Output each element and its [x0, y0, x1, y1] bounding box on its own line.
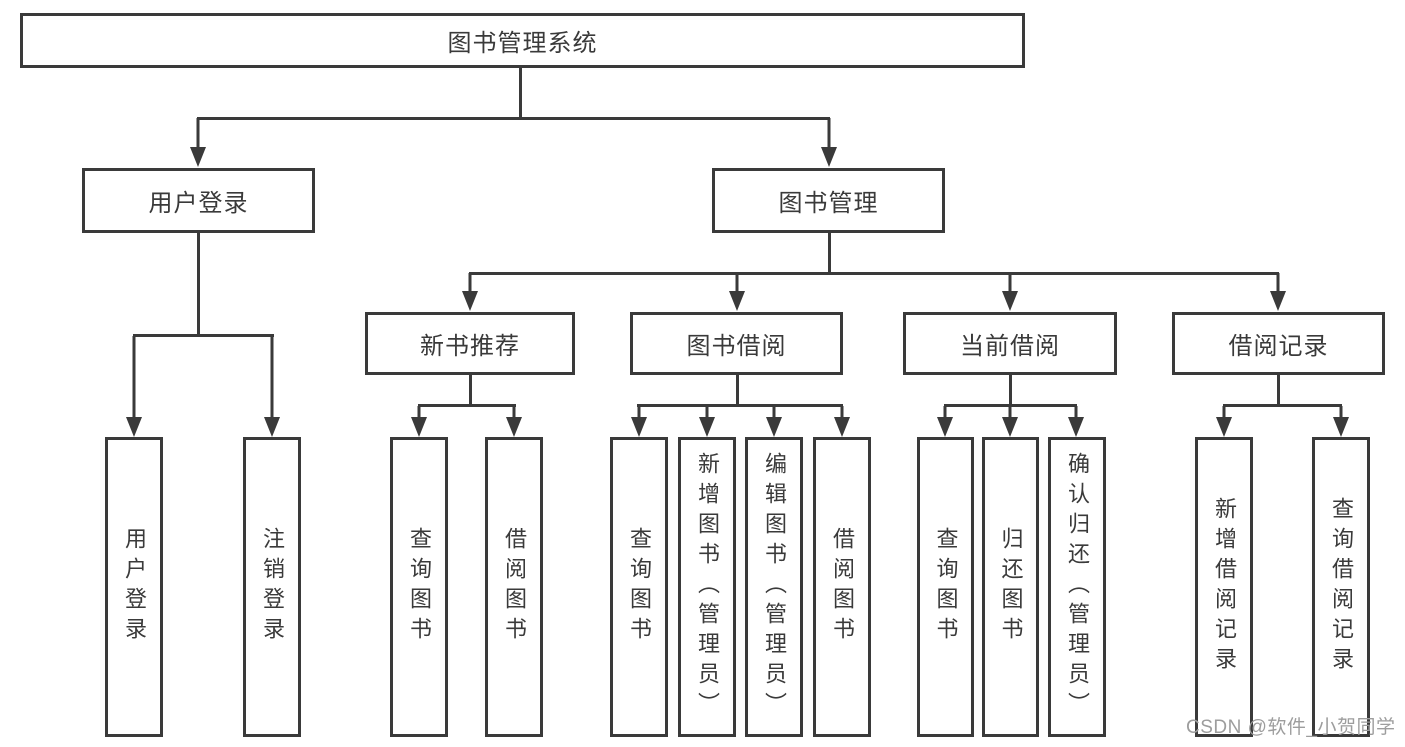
leaf-logout: 注销登录	[243, 437, 301, 737]
arrow-to-new-book-recommend	[462, 273, 478, 311]
connector-level3-bar	[469, 272, 1279, 275]
arrow-to-bb-borrow	[834, 406, 850, 437]
leaf-borrowing-borrow-books: 借阅图书	[813, 437, 871, 737]
leaf-return-book: 归还图书	[982, 437, 1039, 737]
arrow-to-cb-query	[937, 406, 953, 437]
leaf-query-borrow-record: 查询借阅记录	[1312, 437, 1370, 737]
arrow-to-book-borrowing	[729, 273, 745, 311]
arrow-to-br-query	[1333, 406, 1349, 437]
arrow-to-book-management	[821, 118, 837, 167]
connector-records-bar	[1223, 404, 1342, 407]
connector-recommend-down	[469, 375, 472, 406]
leaf-recommend-query-books: 查询图书	[390, 437, 448, 737]
node-system-root: 图书管理系统	[20, 13, 1025, 68]
arrow-to-cb-return	[1002, 406, 1018, 437]
arrow-to-cb-confirm	[1068, 406, 1084, 437]
connector-level2-bar	[197, 117, 830, 120]
arrow-to-bb-add	[699, 406, 715, 437]
node-new-book-recommend: 新书推荐	[365, 312, 575, 375]
leaf-add-borrow-record: 新增借阅记录	[1195, 437, 1253, 737]
node-borrowing-records: 借阅记录	[1172, 312, 1385, 375]
node-user-login: 用户登录	[82, 168, 315, 233]
leaf-recommend-borrow-books: 借阅图书	[485, 437, 543, 737]
leaf-edit-book-admin: 编辑图书（管理员）	[745, 437, 803, 737]
csdn-watermark: CSDN @软件_小贺同学	[1186, 717, 1396, 738]
arrow-to-br-add	[1216, 406, 1232, 437]
leaf-current-query-books: 查询图书	[917, 437, 974, 737]
arrow-to-rec-borrow	[506, 406, 522, 437]
connector-root-down	[519, 68, 522, 118]
connector-borrowing-bar	[637, 404, 843, 407]
connector-userlogin-bar	[133, 334, 274, 337]
leaf-add-book-admin: 新增图书（管理员）	[678, 437, 736, 737]
leaf-confirm-return-admin: 确认归还（管理员）	[1048, 437, 1106, 737]
leaf-borrowing-query-books: 查询图书	[610, 437, 668, 737]
connector-current-down	[1009, 375, 1012, 406]
node-book-management: 图书管理	[712, 168, 945, 233]
arrow-to-leaf-user-login	[126, 336, 142, 437]
connector-bookmgmt-down	[828, 233, 831, 274]
node-current-borrowing: 当前借阅	[903, 312, 1117, 375]
connector-borrowing-down	[736, 375, 739, 406]
arrow-to-user-login	[190, 118, 206, 167]
arrow-to-borrowing-records	[1270, 273, 1286, 311]
node-book-borrowing: 图书借阅	[630, 312, 843, 375]
arrow-to-bb-query	[631, 406, 647, 437]
arrow-to-leaf-logout	[264, 336, 280, 437]
connector-records-down	[1277, 375, 1280, 406]
leaf-user-login: 用户登录	[105, 437, 163, 737]
connector-recommend-bar	[418, 404, 516, 407]
arrow-to-current-borrowing	[1002, 273, 1018, 311]
arrow-to-bb-edit	[766, 406, 782, 437]
connector-userlogin-down	[197, 233, 200, 336]
arrow-to-rec-query	[411, 406, 427, 437]
